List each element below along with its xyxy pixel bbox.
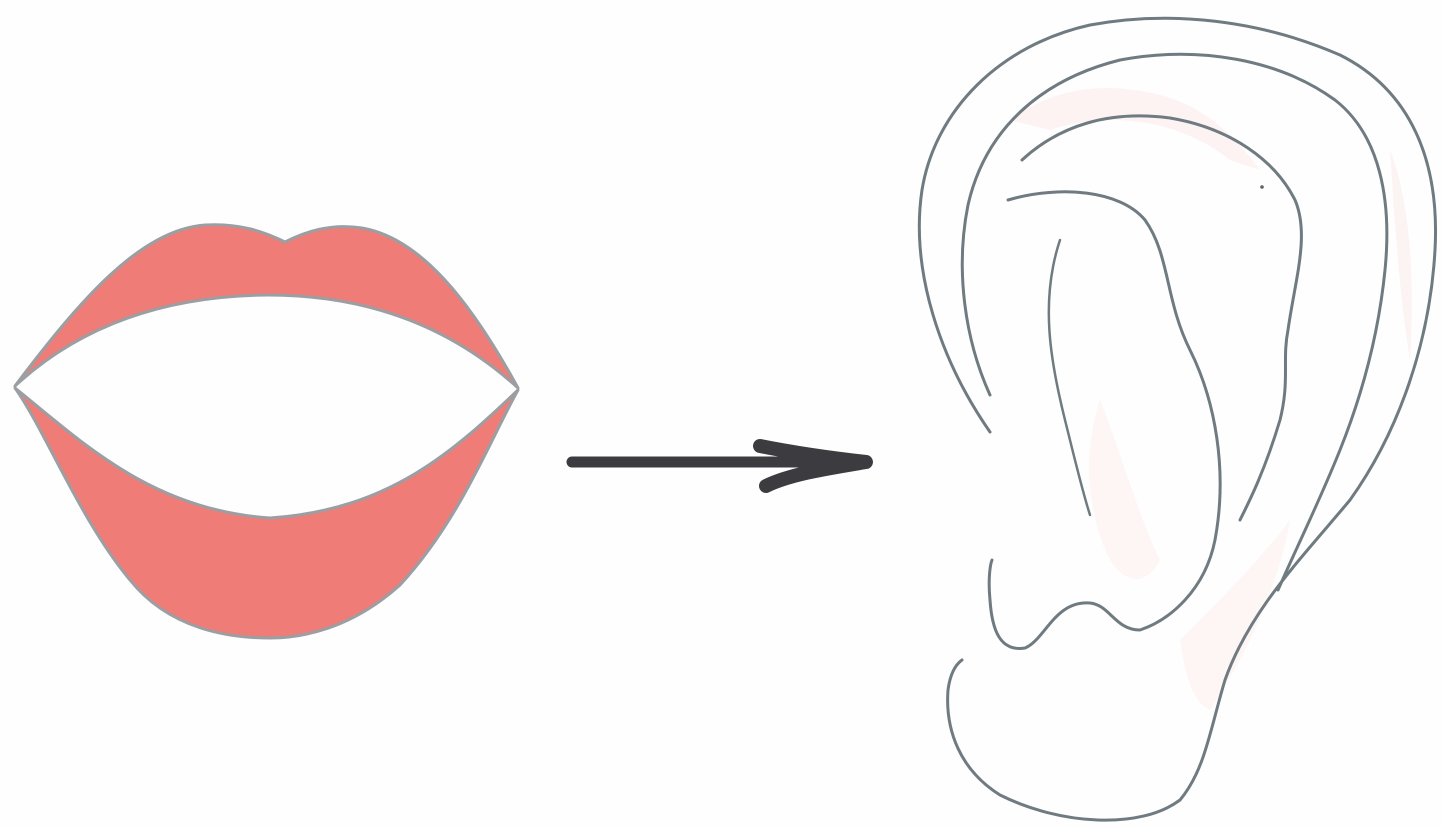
ear-icon (919, 18, 1435, 820)
ear-inner-fold (1049, 240, 1090, 515)
lower-lip (15, 388, 518, 638)
ear-helix-rim (962, 54, 1387, 590)
ear-shading (1010, 88, 1412, 710)
lips-icon (15, 225, 518, 638)
ear-antihelix (1022, 116, 1301, 520)
upper-lip (15, 225, 518, 388)
arrow-right-icon (572, 446, 866, 486)
ear-dot (1260, 185, 1264, 189)
